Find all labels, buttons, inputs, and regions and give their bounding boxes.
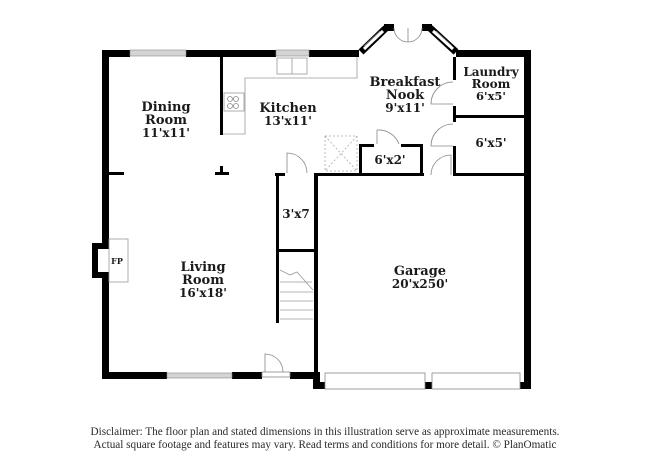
breakfast-nook-dimensions: 9'x11' [385, 101, 425, 115]
disclaimer-line-2: Actual square footage and features may v… [93, 439, 557, 451]
interior-walls [109, 57, 531, 379]
fireplace: FP [108, 238, 129, 283]
stairs [279, 269, 314, 320]
laundry-room-name-2: Room [472, 77, 511, 91]
dining-room-dimensions: 11'x11' [142, 126, 190, 140]
bay-windows [358, 25, 459, 55]
kitchen-counters [223, 57, 358, 135]
exterior-walls [92, 24, 531, 389]
dining-room-name-2: Room [145, 113, 187, 128]
kitchen-name: Kitchen [259, 101, 317, 116]
room-labels: Dining Room 11'x11' Kitchen 13'x11' Brea… [141, 65, 519, 300]
windows [129, 49, 521, 390]
attic-access [324, 135, 358, 172]
closet-dimensions: 3'x7 [282, 207, 310, 221]
laundry-room-name-1: Laundry [463, 65, 519, 79]
fireplace-label: FP [111, 256, 123, 266]
storage-room-dimensions: 6'x5' [475, 136, 506, 150]
garage-dimensions: 20'x250' [392, 277, 448, 291]
stove-burners [227, 96, 239, 109]
dining-room-name-1: Dining [141, 100, 190, 115]
living-room-dimensions: 16'x18' [179, 286, 227, 300]
living-room-name-2: Room [182, 273, 224, 288]
garage-name: Garage [394, 264, 446, 279]
living-room-name-1: Living [180, 260, 225, 275]
breakfast-nook-name-1: Breakfast [370, 75, 441, 90]
disclaimer: Disclaimer: The floor plan and stated di… [0, 426, 650, 452]
disclaimer-line-1: Disclaimer: The floor plan and stated di… [90, 426, 560, 438]
doors [261, 81, 454, 378]
breakfast-nook-name-2: Nook [386, 88, 425, 103]
pantry-dimensions: 6'x2' [374, 153, 405, 167]
kitchen-dimensions: 13'x11' [264, 114, 312, 128]
laundry-room-dimensions: 6'x5' [476, 89, 506, 103]
